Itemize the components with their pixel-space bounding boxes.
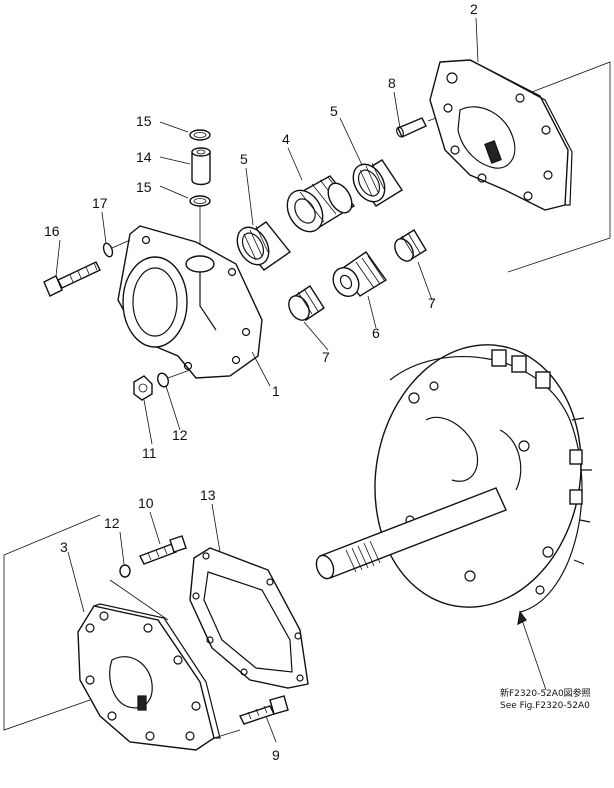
callout-12-lower: 12 (104, 515, 120, 531)
part-9-bolt (239, 695, 289, 725)
part-5-bearing-upper (352, 159, 403, 207)
reference-note: 新F2320-52A0図参照 See Fig.F2320-52A0 (500, 687, 591, 711)
part-5-bearing-lower (236, 221, 292, 271)
callout-5-upper: 5 (330, 103, 338, 119)
part-13-gasket (189, 547, 309, 689)
reference-note-japanese: 新F2320-52A0図参照 (500, 687, 591, 699)
callout-2: 2 (470, 1, 478, 17)
callout-11: 11 (142, 445, 157, 461)
callout-14: 14 (136, 149, 152, 165)
callout-1: 1 (272, 383, 280, 399)
reference-note-english: See Fig.F2320-52A0 (500, 701, 590, 711)
callout-6: 6 (372, 325, 380, 341)
leader-lines (55, 17, 479, 743)
part-17-washer (102, 242, 114, 258)
part-8-dowel-pin (396, 117, 437, 138)
part-4-gear (286, 175, 356, 233)
callout-17: 17 (92, 195, 108, 211)
callout-15-upper: 15 (136, 113, 152, 129)
part-3-front-plate (3, 514, 221, 751)
callout-8: 8 (388, 75, 396, 91)
part-11-nut (133, 375, 153, 401)
callout-labels: 2 8 5 4 5 15 14 15 17 16 7 6 7 1 11 12 1… (44, 1, 478, 763)
part-2-cover-plate (429, 59, 611, 273)
part-1-pump-housing (117, 225, 263, 379)
part-15-o-ring-upper (189, 129, 211, 141)
part-6-pinion (332, 251, 388, 298)
callout-15-lower: 15 (136, 179, 152, 195)
callout-7-right: 7 (428, 295, 436, 311)
callout-5-lower: 5 (240, 151, 248, 167)
callout-7-left: 7 (322, 349, 330, 365)
part-14-sleeve (191, 147, 211, 186)
callout-4: 4 (282, 131, 290, 147)
callout-3: 3 (60, 539, 68, 555)
part-7-bearing-lower (288, 285, 325, 321)
part-7-bearing-upper (394, 229, 427, 262)
part-12-washer-upper (157, 372, 169, 388)
callout-10: 10 (138, 495, 154, 511)
part-12-washer-lower (119, 564, 131, 578)
callout-9: 9 (272, 747, 280, 763)
pump-body-assembly (315, 344, 592, 691)
callout-13: 13 (200, 487, 216, 503)
callout-12-upper: 12 (172, 427, 188, 443)
part-15-o-ring-lower (189, 195, 211, 207)
part-10-bolt (139, 535, 187, 565)
part-16-bolt (43, 261, 101, 297)
callout-16: 16 (44, 223, 60, 239)
